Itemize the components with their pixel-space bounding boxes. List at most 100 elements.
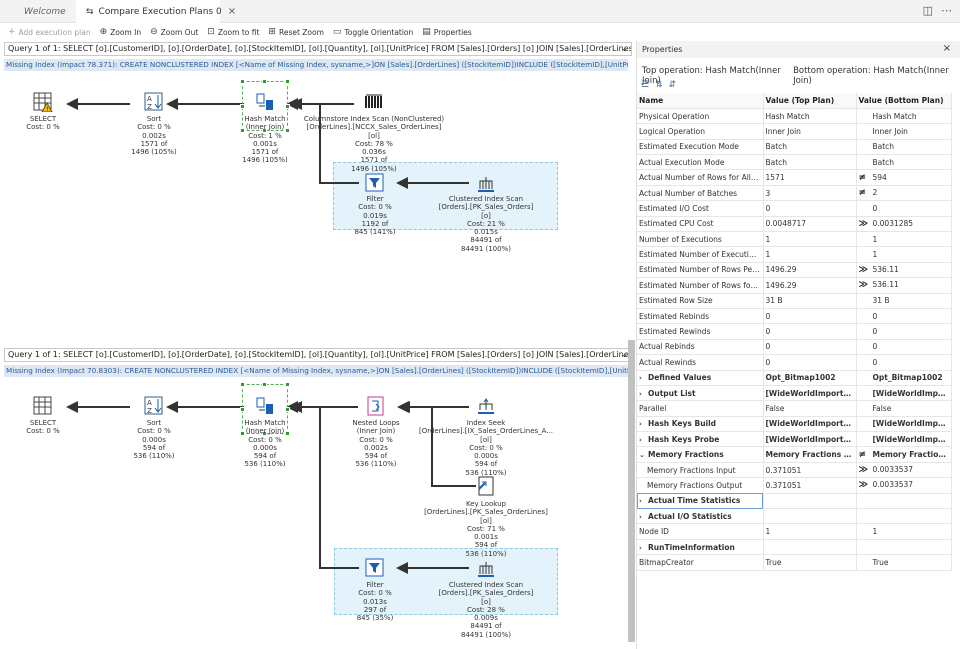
select-icon[interactable] [33, 396, 53, 416]
plan-node-nested-loops[interactable]: Nested Loops(Inner Join)Cost: 0 %0.002s5… [352, 419, 399, 469]
column-header[interactable]: Name [637, 93, 763, 108]
table-row[interactable]: ›Hash Keys Build[WideWorldImporters]...[… [637, 416, 951, 431]
tab-compare-plans[interactable]: ⇆ Compare Execution Plans 0 × [76, 0, 220, 23]
property-value: 0.0031285 [873, 219, 914, 228]
plan-node-columnstore-scan[interactable]: Columnstore Index Scan (NonClustered)[Or… [304, 115, 444, 173]
tab-welcome[interactable]: Welcome [0, 0, 76, 23]
expand-chevron-icon[interactable]: › [639, 497, 648, 505]
plan-node-select[interactable]: SELECTCost: 0 % [26, 115, 59, 132]
plan-node-key-lookup[interactable]: Key Lookup[OrderLines].[PK_Sales_OrderLi… [424, 500, 548, 558]
missing-index-top[interactable]: Missing Index (Impact 78.371): CREATE NO… [4, 59, 628, 71]
table-row[interactable]: Estimated Number of Rows Per Ex...1496.2… [637, 262, 951, 277]
column-header[interactable]: Value (Bottom Plan) [856, 93, 951, 108]
categorized-icon[interactable]: ☰ [641, 80, 649, 90]
plan-node-filter[interactable]: FilterCost: 0 %0.013s297 of845 (35%) [357, 581, 394, 622]
key-lookup-icon[interactable] [476, 476, 496, 496]
table-row[interactable]: ›Actual I/O Statistics [637, 509, 951, 524]
plan-node-index-seek[interactable]: Index Seek[OrderLines].[IX_Sales_OrderLi… [419, 419, 553, 477]
expand-chevron-icon[interactable]: › [639, 436, 648, 444]
hash-match-icon[interactable] [255, 92, 275, 112]
property-label: Logical Operation [639, 127, 705, 136]
query-select-bottom[interactable]: Query 1 of 1: SELECT [o].[CustomerID], [… [4, 348, 632, 362]
table-row[interactable]: Estimated Number of Executions11 [637, 247, 951, 262]
property-label: Actual Rebinds [639, 342, 695, 351]
property-name: Actual Rebinds [637, 339, 763, 354]
zoom-in-icon: ⊕ [100, 27, 108, 37]
table-row[interactable]: ›Output List[WideWorldImporters]...[Wide… [637, 385, 951, 400]
table-row[interactable]: Actual Number of Batches3≠2 [637, 185, 951, 200]
table-row[interactable]: Estimated CPU Cost0.0048717≫0.0031285 [637, 216, 951, 231]
nested-loops-icon[interactable] [366, 396, 386, 416]
plan-node-clustered-scan[interactable]: Clustered Index Scan[Orders].[PK_Sales_O… [439, 195, 534, 253]
plan-node-sort[interactable]: SortCost: 0 %0.002s1571 of1496 (105%) [131, 115, 177, 156]
expand-chevron-icon[interactable]: › [639, 544, 648, 552]
add-plan-button[interactable]: +Add execution plan [8, 27, 91, 37]
plan-node-sort[interactable]: SortCost: 0 %0.000s594 of536 (110%) [133, 419, 174, 460]
properties-button[interactable]: ▤Properties [422, 27, 471, 37]
expand-chevron-icon[interactable]: › [639, 390, 648, 398]
table-row[interactable]: Estimated Rebinds00 [637, 308, 951, 323]
property-name: Estimated Number of Rows Per Ex... [637, 262, 763, 277]
expand-chevron-icon[interactable]: › [639, 420, 648, 428]
column-header[interactable]: Value (Top Plan) [763, 93, 856, 108]
split-editor-icon[interactable]: ◫ [923, 4, 933, 17]
plan-node-select[interactable]: SELECTCost: 0 % [26, 419, 59, 436]
expand-chevron-icon[interactable]: › [639, 374, 648, 382]
toggle-orientation-button[interactable]: ▭Toggle Orientation [333, 27, 413, 37]
table-row[interactable]: ›Actual Time Statistics [637, 493, 951, 508]
filter-icon[interactable] [365, 558, 385, 578]
zoom-in-button[interactable]: ⊕Zoom In [100, 27, 142, 37]
property-value: 594 [873, 173, 887, 182]
property-label: Estimated Rebinds [639, 312, 709, 321]
expand-chevron-icon[interactable]: ⌄ [639, 451, 648, 459]
close-icon[interactable]: × [943, 43, 951, 54]
table-row[interactable]: Number of Executions11 [637, 232, 951, 247]
sort-icon[interactable]: AZ [144, 92, 164, 112]
close-icon[interactable]: × [228, 6, 236, 17]
table-row[interactable]: Physical OperationHash MatchHash Match [637, 108, 951, 123]
table-row[interactable]: Actual Rebinds00 [637, 339, 951, 354]
sort-descending-icon[interactable]: ⇵ [669, 80, 677, 90]
select-icon[interactable]: ! [33, 92, 53, 112]
table-row[interactable]: ›Hash Keys Probe[WideWorldImporters]...[… [637, 432, 951, 447]
columnstore-scan-icon[interactable] [364, 92, 384, 112]
zoom-fit-button[interactable]: ⊡Zoom to fit [207, 27, 259, 37]
hash-match-icon[interactable] [255, 396, 275, 416]
more-icon[interactable]: ⋯ [941, 4, 952, 17]
property-value: [WideWorldImporte [873, 419, 952, 428]
sort-icon[interactable]: AZ [144, 396, 164, 416]
table-row[interactable]: Estimated Rewinds00 [637, 324, 951, 339]
filter-icon[interactable] [365, 173, 385, 193]
table-row[interactable]: ›RunTimeInformation [637, 539, 951, 554]
table-row[interactable]: Memory Fractions Input0.371051≫0.0033537 [637, 462, 951, 477]
query-select-top[interactable]: Query 1 of 1: SELECT [o].[CustomerID], [… [4, 42, 632, 56]
missing-index-bottom[interactable]: Missing Index (Impact 70.8303): CREATE N… [4, 365, 628, 377]
table-row[interactable]: Estimated I/O Cost00 [637, 201, 951, 216]
tab-label: Welcome [24, 7, 66, 17]
clustered-index-scan-icon[interactable] [476, 173, 496, 193]
table-row[interactable]: BitmapCreatorTrueTrue [637, 555, 951, 570]
plan-node-filter[interactable]: FilterCost: 0 %0.019s1192 of845 (141%) [354, 195, 395, 236]
table-row[interactable]: Actual Number of Rows for All Ex...1571≠… [637, 170, 951, 185]
table-row[interactable]: ›Defined ValuesOpt_Bitmap1002Opt_Bitmap1… [637, 370, 951, 385]
vertical-scrollbar[interactable] [628, 340, 635, 642]
table-row[interactable]: Estimated Execution ModeBatchBatch [637, 139, 951, 154]
table-row[interactable]: Estimated Row Size31 B31 B [637, 293, 951, 308]
index-seek-icon[interactable] [476, 396, 496, 416]
plan-node-clustered-scan[interactable]: Clustered Index Scan[Orders].[PK_Sales_O… [439, 581, 534, 639]
table-row[interactable]: Estimated Number of Rows for All...1496.… [637, 278, 951, 293]
table-row[interactable]: Actual Rewinds00 [637, 355, 951, 370]
table-row[interactable]: ParallelFalseFalse [637, 401, 951, 416]
zoom-out-button[interactable]: ⊖Zoom Out [150, 27, 198, 37]
table-row[interactable]: ⌄Memory FractionsMemory Fractions Inpu..… [637, 447, 951, 462]
plan-node-hash-match[interactable]: Hash Match(Inner Join)Cost: 1 %0.001s157… [242, 115, 288, 165]
expand-chevron-icon[interactable]: › [639, 513, 648, 521]
sort-ascending-icon[interactable]: ⇅ [655, 80, 663, 90]
table-row[interactable]: Node ID11 [637, 524, 951, 539]
table-row[interactable]: Actual Execution ModeBatchBatch [637, 155, 951, 170]
reset-zoom-button[interactable]: ⊞Reset Zoom [268, 27, 324, 37]
table-row[interactable]: Memory Fractions Output0.371051≫0.003353… [637, 478, 951, 493]
clustered-index-scan-icon[interactable] [476, 558, 496, 578]
plan-node-hash-match[interactable]: Hash Match(Inner Join)Cost: 0 %0.000s594… [244, 419, 285, 469]
table-row[interactable]: Logical OperationInner JoinInner Join [637, 124, 951, 139]
